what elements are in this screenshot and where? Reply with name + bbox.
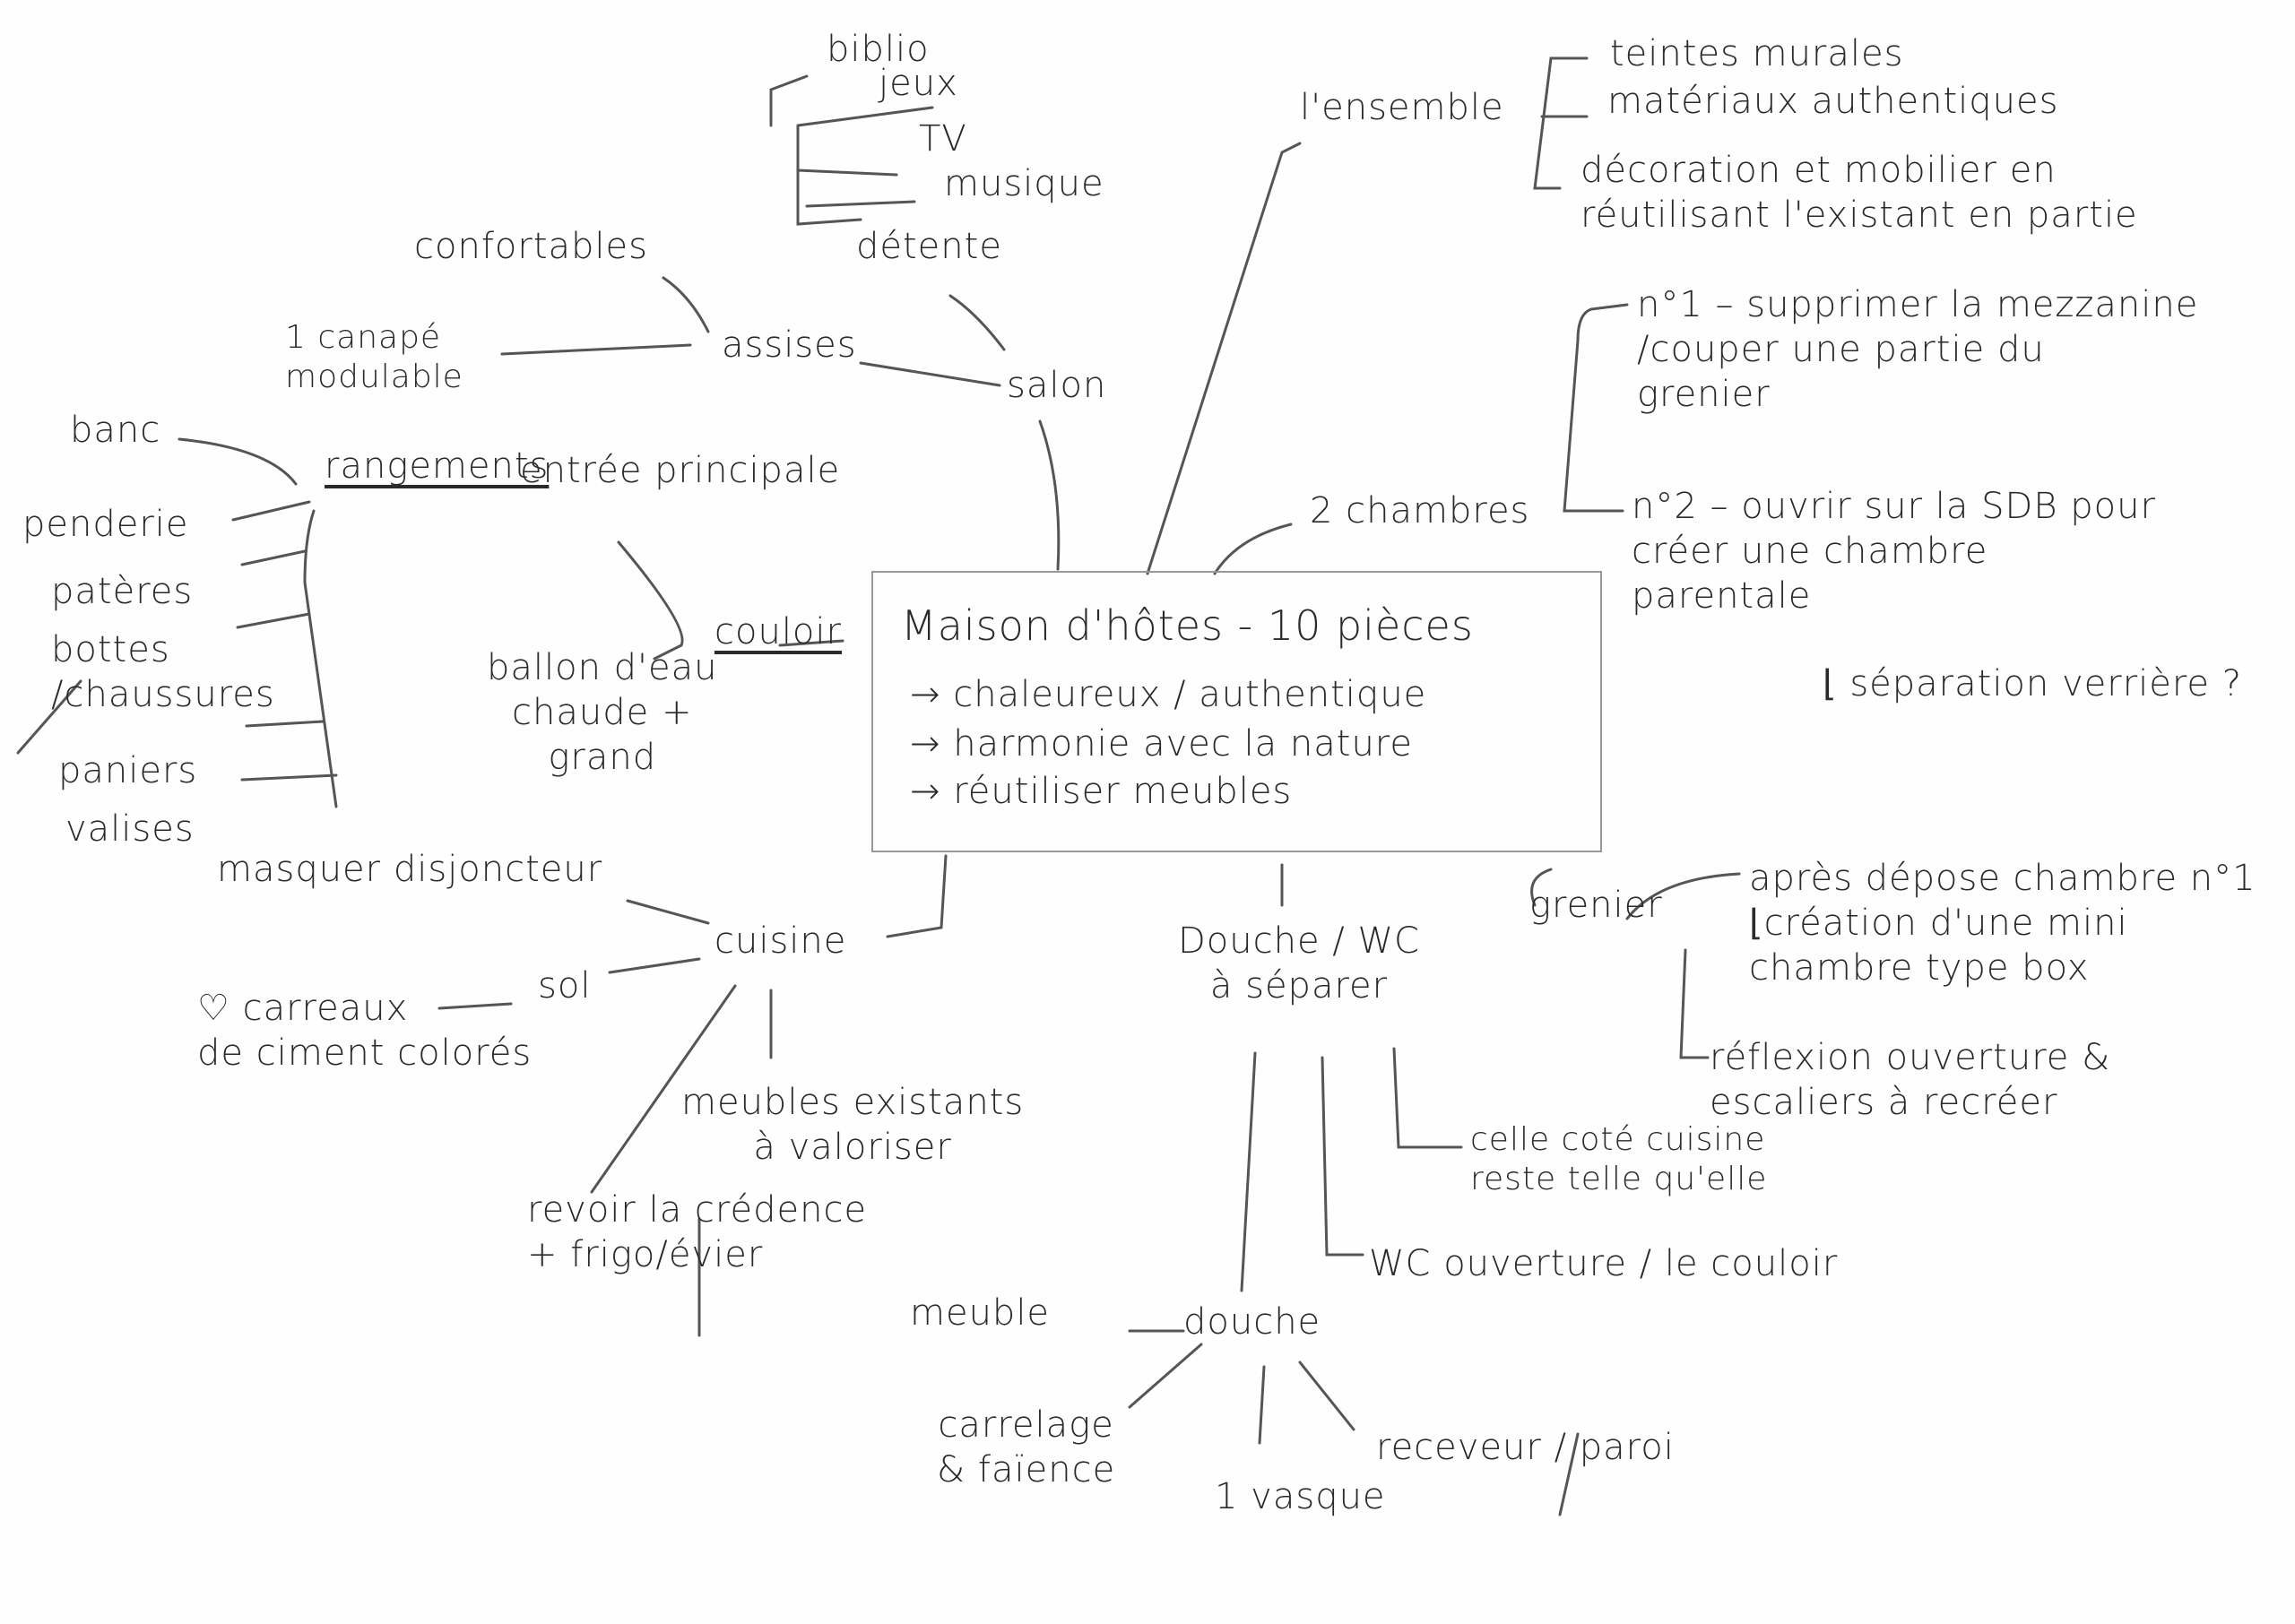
node-cote-cuisine: celle coté cuisine reste telle qu'elle (1470, 1121, 1768, 1197)
rangement-item: patères (51, 571, 194, 612)
node-vasque: 1 vasque (1215, 1476, 1386, 1517)
line-salon-detente (948, 294, 1006, 351)
central-topic-box (871, 571, 1602, 852)
node-ensemble: l'ensemble (1300, 87, 1504, 128)
detente-item: biblio (827, 29, 930, 70)
line-center-ensemble (1146, 142, 1302, 575)
line-assises-confortables (662, 276, 710, 333)
line-receveur-paroi (1558, 1432, 1580, 1516)
goal-item: → chaleureux / authentique (910, 674, 1427, 715)
line-center-chambres (1213, 523, 1293, 575)
node-grenier: grenier (1529, 885, 1663, 926)
bracket-rangements (236, 509, 338, 808)
line-grenier-apres (1625, 872, 1741, 920)
line-center-salon (1038, 419, 1061, 571)
node-rangements: rangements (325, 445, 550, 487)
line-center-couloir (778, 639, 844, 647)
node-douche-wc: Douche / WC à séparer (1178, 920, 1420, 1006)
ensemble-item: teintes murales (1610, 33, 1904, 74)
rangement-item: paniers (58, 750, 198, 791)
line-cuisine-disjoncteur (626, 899, 710, 925)
line-center-grenier (1530, 868, 1553, 907)
line-rangements-penderie (231, 500, 311, 522)
node-detente: détente (856, 226, 1002, 267)
detente-item: jeux (879, 63, 958, 104)
node-ballon: ballon d'eau chaude + grand (487, 647, 718, 778)
node-verriere: ⌊ séparation verrière ? (1823, 663, 2242, 704)
node-carreaux: ♡ carreaux de ciment colorés (197, 988, 533, 1074)
line-assises-canape (500, 343, 692, 356)
line-sol-carreaux (437, 1002, 513, 1010)
line-rangements-banc (178, 437, 298, 486)
line-douche-carrelage (1128, 1343, 1203, 1409)
node-carrelage: carrelage & faïence (937, 1404, 1116, 1490)
node-canape: 1 canapé modulable (285, 319, 463, 395)
node-assises: assises (722, 324, 857, 366)
bracket-grenier (1679, 948, 1710, 1059)
node-meubles-existants: meubles existants à valoriser (681, 1082, 1025, 1168)
node-credence: revoir la crédence + frigo/évier (527, 1189, 868, 1275)
line-cuisine-credence (590, 984, 737, 1194)
line-couloir-entree (617, 540, 684, 661)
node-receveur: receveur / paroi (1376, 1427, 1675, 1468)
chambre-n1: n°1 – supprimer la mezzanine /couper une… (1637, 284, 2199, 415)
goal-item: → réutiliser meubles (910, 771, 1293, 812)
rangement-item: banc (70, 410, 161, 451)
chambre-n2: n°2 – ouvrir sur la SDB pour créer une c… (1632, 486, 2156, 617)
line-salon-assises (859, 361, 1001, 387)
central-title: Maison d'hôtes - 10 pièces (901, 601, 1474, 650)
line-douche-vasque (1258, 1365, 1266, 1445)
detente-item: musique (944, 163, 1104, 204)
node-chambres: 2 chambres (1310, 490, 1530, 531)
line-cuisine-sol (608, 957, 701, 974)
rangement-item: penderie (22, 504, 189, 545)
line-dwc-cote (1392, 1047, 1463, 1149)
ensemble-item: décoration et mobilier en réutilisant l'… (1581, 150, 2138, 236)
node-couloir: couloir (714, 611, 842, 652)
bracket-chambres (1563, 303, 1629, 513)
line-dwc-douche (1240, 1051, 1257, 1292)
grenier-apres-depose: après dépose chambre n°1 ⌊création d'une… (1749, 858, 2256, 989)
node-sol: sol (538, 965, 592, 1006)
node-meuble: meuble (910, 1292, 1051, 1334)
bracket-detente (769, 74, 934, 226)
node-entree-principale: entrée principale (520, 450, 841, 491)
node-wc-ouverture: WC ouverture / le couloir (1369, 1243, 1839, 1284)
line-chaussures (16, 679, 82, 755)
node-salon: salon (1007, 365, 1107, 406)
goal-item: → harmonie avec la nature (910, 723, 1413, 764)
node-disjoncteur: masquer disjoncteur (217, 849, 603, 890)
rangement-item: bottes /chaussures (51, 629, 275, 715)
node-douche: douche (1183, 1301, 1321, 1343)
rangement-item: valises (65, 808, 195, 850)
line-dwc-wc (1321, 1056, 1364, 1257)
bracket-ensemble (1533, 56, 1589, 190)
grenier-reflexion: réflexion ouverture & escaliers à recrée… (1710, 1037, 2111, 1123)
line-douche-receveur (1298, 1361, 1355, 1431)
node-cuisine: cuisine (714, 920, 847, 962)
detente-item: TV (919, 118, 967, 160)
node-confortables: confortables (414, 226, 648, 267)
line-center-cuisine (886, 854, 948, 938)
ensemble-item: matériaux authentiques (1607, 81, 2059, 122)
